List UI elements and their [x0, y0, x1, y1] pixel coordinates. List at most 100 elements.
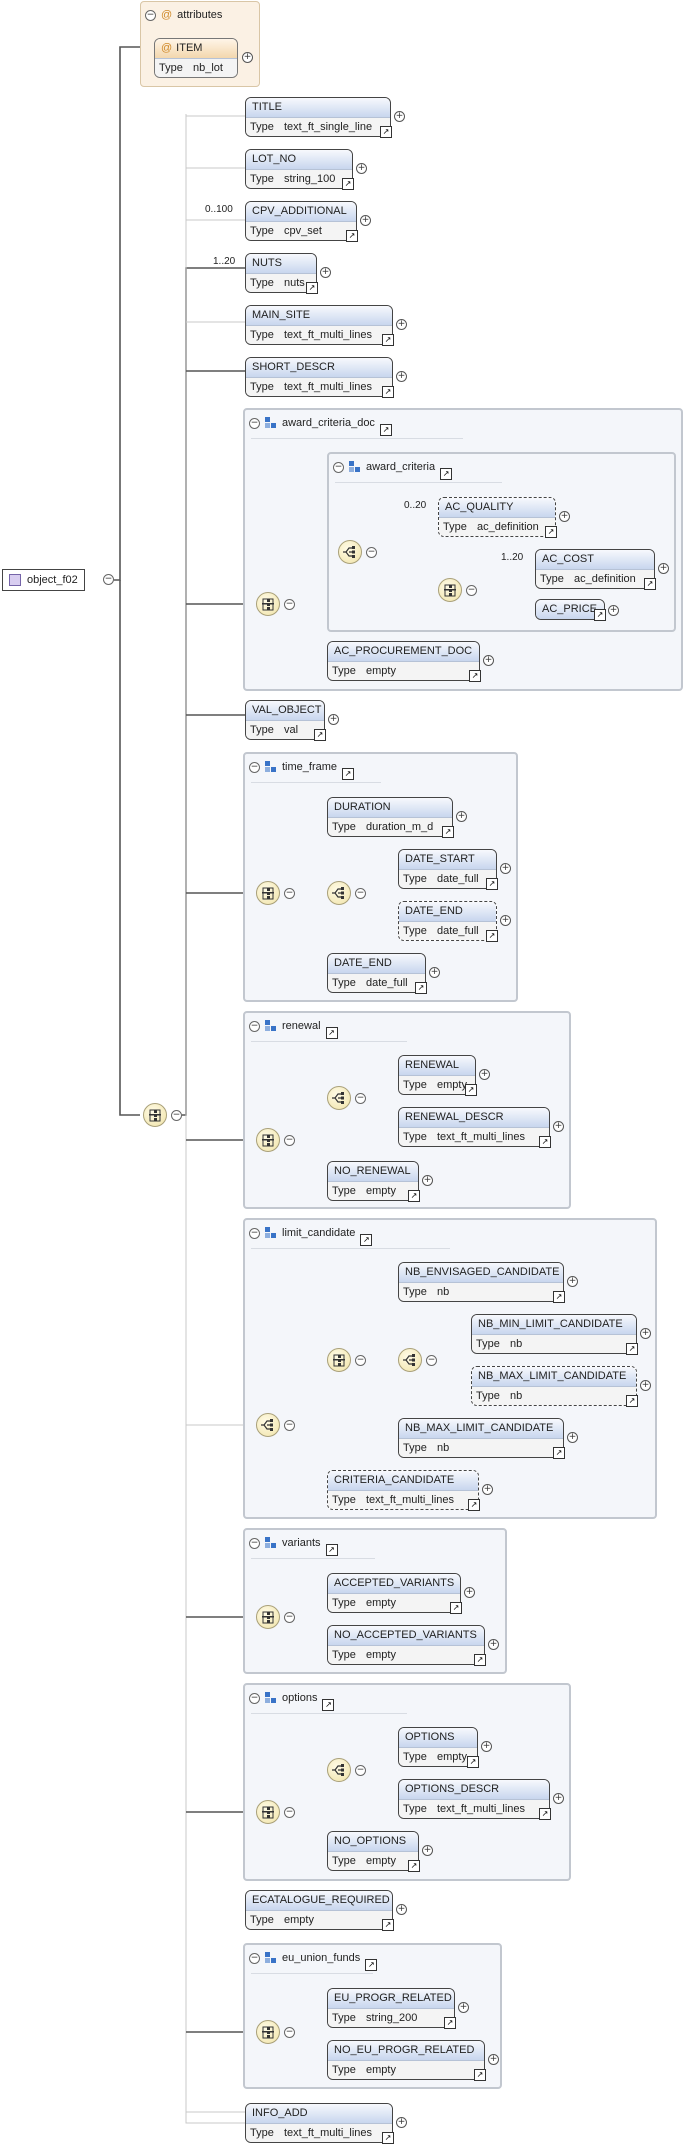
expand-no-eu-progr-related-icon[interactable]: +: [488, 2054, 499, 2065]
expand-short-descr-icon[interactable]: +: [396, 371, 407, 382]
jump-link-icon[interactable]: ↗: [379, 424, 392, 436]
expand-accepted-variants-icon[interactable]: +: [464, 1587, 475, 1598]
time-frame-sequence[interactable]: [256, 881, 280, 905]
expand-no-accepted-variants-icon[interactable]: +: [488, 1639, 499, 1650]
jump-link-icon[interactable]: ↗: [342, 768, 355, 780]
root-element[interactable]: object_f02: [2, 569, 85, 591]
jump-link-icon[interactable]: ↗: [465, 1084, 477, 1096]
collapse-toggle-icon[interactable]: −: [355, 1355, 366, 1366]
renewal-choice[interactable]: [327, 1086, 351, 1110]
limit-candidate-sequence[interactable]: [327, 1348, 351, 1372]
jump-link-icon[interactable]: ↗: [626, 1343, 638, 1355]
eu-union-funds-sequence[interactable]: [256, 2020, 280, 2044]
collapse-toggle-icon[interactable]: −: [249, 1952, 260, 1964]
jump-link-icon[interactable]: ↗: [408, 1860, 420, 1872]
collapse-toggle-icon[interactable]: −: [333, 461, 344, 473]
expand-lot-no-icon[interactable]: +: [356, 163, 367, 174]
expand-item-icon[interactable]: +: [242, 52, 253, 63]
expand-ac-quality-icon[interactable]: +: [559, 511, 570, 522]
collapse-toggle-icon[interactable]: −: [355, 1093, 366, 1104]
expand-ac-price-icon[interactable]: +: [608, 605, 619, 616]
jump-link-icon[interactable]: ↗: [342, 178, 354, 190]
limit-candidate-choice[interactable]: [256, 1413, 280, 1437]
expand-date-end-icon[interactable]: +: [429, 967, 440, 978]
expand-no-options-icon[interactable]: +: [422, 1845, 433, 1856]
jump-link-icon[interactable]: ↗: [553, 1291, 565, 1303]
collapse-toggle-icon[interactable]: −: [249, 1537, 260, 1549]
jump-link-icon[interactable]: ↗: [382, 2132, 394, 2144]
options-choice[interactable]: [327, 1758, 351, 1782]
expand-criteria-candidate-icon[interactable]: +: [482, 1484, 493, 1495]
award-criteria-choice[interactable]: [338, 540, 362, 564]
jump-link-icon[interactable]: ↗: [306, 282, 318, 294]
jump-link-icon[interactable]: ↗: [467, 1756, 479, 1768]
variants-sequence[interactable]: [256, 1605, 280, 1629]
expand-date-end-inner-icon[interactable]: +: [500, 915, 511, 926]
jump-link-icon[interactable]: ↗: [382, 334, 394, 346]
expand-val-object-icon[interactable]: +: [328, 714, 339, 725]
expand-eu-progr-related-icon[interactable]: +: [458, 2002, 469, 2013]
collapse-toggle-icon[interactable]: −: [249, 1227, 260, 1239]
expand-nb-min-limit-candidate-icon[interactable]: +: [640, 1328, 651, 1339]
collapse-toggle-icon[interactable]: −: [249, 1692, 260, 1704]
collapse-toggle-icon[interactable]: −: [426, 1355, 437, 1366]
options-sequence[interactable]: [256, 1800, 280, 1824]
jump-link-icon[interactable]: ↗: [486, 930, 498, 942]
jump-link-icon[interactable]: ↗: [450, 1602, 462, 1614]
jump-link-icon[interactable]: ↗: [314, 729, 326, 741]
jump-link-icon[interactable]: ↗: [545, 526, 557, 538]
jump-link-icon[interactable]: ↗: [442, 826, 454, 838]
collapse-toggle-icon[interactable]: −: [171, 1110, 182, 1121]
expand-renewal-descr-icon[interactable]: +: [553, 1121, 564, 1132]
sequence-compositor[interactable]: [143, 1103, 167, 1127]
jump-link-icon[interactable]: ↗: [644, 578, 656, 590]
jump-link-icon[interactable]: ↗: [469, 670, 481, 682]
expand-cpv-additional-icon[interactable]: +: [360, 215, 371, 226]
jump-link-icon[interactable]: ↗: [382, 1919, 394, 1931]
jump-link-icon[interactable]: ↗: [468, 1499, 480, 1511]
collapse-toggle-icon[interactable]: −: [103, 574, 114, 585]
expand-nb-max-limit-candidate-icon[interactable]: +: [567, 1432, 578, 1443]
collapse-toggle-icon[interactable]: −: [284, 1135, 295, 1146]
expand-no-renewal-icon[interactable]: +: [422, 1175, 433, 1186]
jump-link-icon[interactable]: ↗: [474, 2069, 486, 2081]
jump-link-icon[interactable]: ↗: [626, 1395, 638, 1407]
jump-link-icon[interactable]: ↗: [382, 386, 394, 398]
collapse-toggle-icon[interactable]: −: [284, 1807, 295, 1818]
jump-link-icon[interactable]: ↗: [539, 1808, 551, 1820]
jump-link-icon[interactable]: ↗: [474, 1654, 486, 1666]
jump-link-icon[interactable]: ↗: [408, 1190, 420, 1202]
jump-link-icon[interactable]: ↗: [322, 1699, 335, 1711]
jump-link-icon[interactable]: ↗: [325, 1544, 338, 1556]
expand-nb-max-limit-candidate-inner-icon[interactable]: +: [640, 1380, 651, 1391]
jump-link-icon[interactable]: ↗: [325, 1027, 338, 1039]
expand-date-start-icon[interactable]: +: [500, 863, 511, 874]
collapse-toggle-icon[interactable]: −: [284, 888, 295, 899]
collapse-toggle-icon[interactable]: −: [284, 1612, 295, 1623]
expand-ac-procurement-doc-icon[interactable]: +: [483, 655, 494, 666]
